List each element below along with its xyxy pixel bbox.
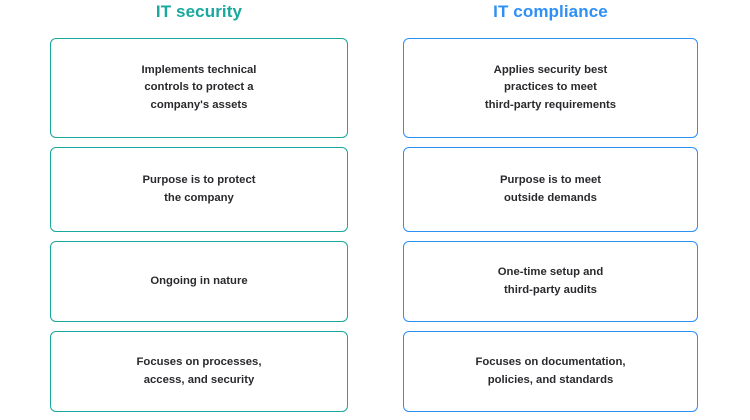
card-compliance-1: Applies security best practices to meet … xyxy=(403,38,698,138)
column-header-it-security: IT security xyxy=(155,2,243,21)
card-security-2: Purpose is to protect the company xyxy=(50,147,348,232)
card-compliance-2-text: Purpose is to meet outside demands xyxy=(499,174,602,204)
card-security-1: Implements technical controls to protect… xyxy=(50,38,348,138)
card-compliance-3: One-time setup and third-party audits xyxy=(403,241,698,322)
card-compliance-1-text: Applies security best practices to meet … xyxy=(484,63,617,111)
card-security-2-text: Purpose is to protect the company xyxy=(142,174,256,204)
column-it-compliance: Applies security best practices to meet … xyxy=(403,38,698,412)
card-compliance-3-text: One-time setup and third-party audits xyxy=(497,266,604,296)
column-header-it-compliance: IT compliance xyxy=(493,2,608,21)
column-it-security: Implements technical controls to protect… xyxy=(50,38,348,412)
card-security-3: Ongoing in nature xyxy=(50,241,348,322)
card-security-3-text: Ongoing in nature xyxy=(150,274,248,287)
card-compliance-4-text: Focuses on documentation, policies, and … xyxy=(475,356,626,386)
card-compliance-2: Purpose is to meet outside demands xyxy=(403,147,698,232)
card-security-1-text: Implements technical controls to protect… xyxy=(141,63,257,111)
card-compliance-4: Focuses on documentation, policies, and … xyxy=(403,331,698,412)
card-security-4-text: Focuses on processes, access, and securi… xyxy=(136,356,262,386)
card-security-4: Focuses on processes, access, and securi… xyxy=(50,331,348,412)
